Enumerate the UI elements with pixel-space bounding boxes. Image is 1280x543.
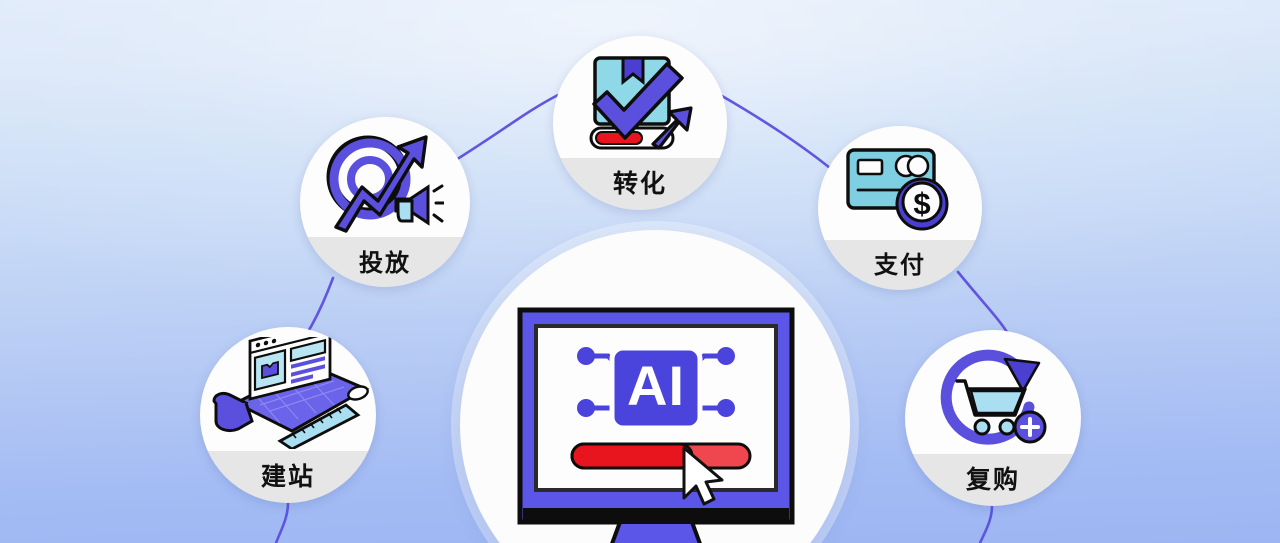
node-payment-band: [818, 240, 982, 290]
node-website-label: 建站: [260, 463, 315, 491]
node-payment[interactable]: $ 支付: [818, 126, 982, 290]
cart-refresh-plus-icon: [905, 344, 1081, 454]
ai-chip-label: AI: [627, 354, 685, 417]
monitor-ai-icon: AI: [517, 307, 795, 543]
node-repurchase-label: 复购: [965, 466, 1020, 494]
ai-core-circle[interactable]: AI: [460, 230, 850, 543]
target-arrow-megaphone-icon: [300, 131, 470, 235]
node-conversion-label: 转化: [612, 170, 667, 198]
link-conversion-payment: [720, 94, 832, 170]
dollar-glyph: $: [913, 186, 930, 221]
node-conversion-band: [553, 158, 727, 210]
node-marketing-label: 投放: [359, 250, 411, 277]
node-website-band: [200, 451, 376, 503]
link-website-bottom: [274, 501, 290, 543]
package-check-growth-icon: [553, 52, 727, 156]
arrow-cursor-icon: [682, 446, 724, 506]
node-website[interactable]: 建站: [200, 327, 376, 503]
node-marketing-band: [300, 237, 470, 287]
laptop-blueprint-ruler-icon: [200, 337, 376, 449]
node-conversion[interactable]: 转化: [553, 36, 727, 210]
node-repurchase-band: [905, 454, 1081, 506]
node-repurchase[interactable]: 复购: [905, 330, 1081, 506]
link-repurchase-bottom: [978, 504, 994, 543]
node-marketing[interactable]: 投放: [300, 117, 470, 287]
node-payment-label: 支付: [874, 252, 926, 279]
credit-card-dollar-icon: $: [818, 142, 982, 238]
